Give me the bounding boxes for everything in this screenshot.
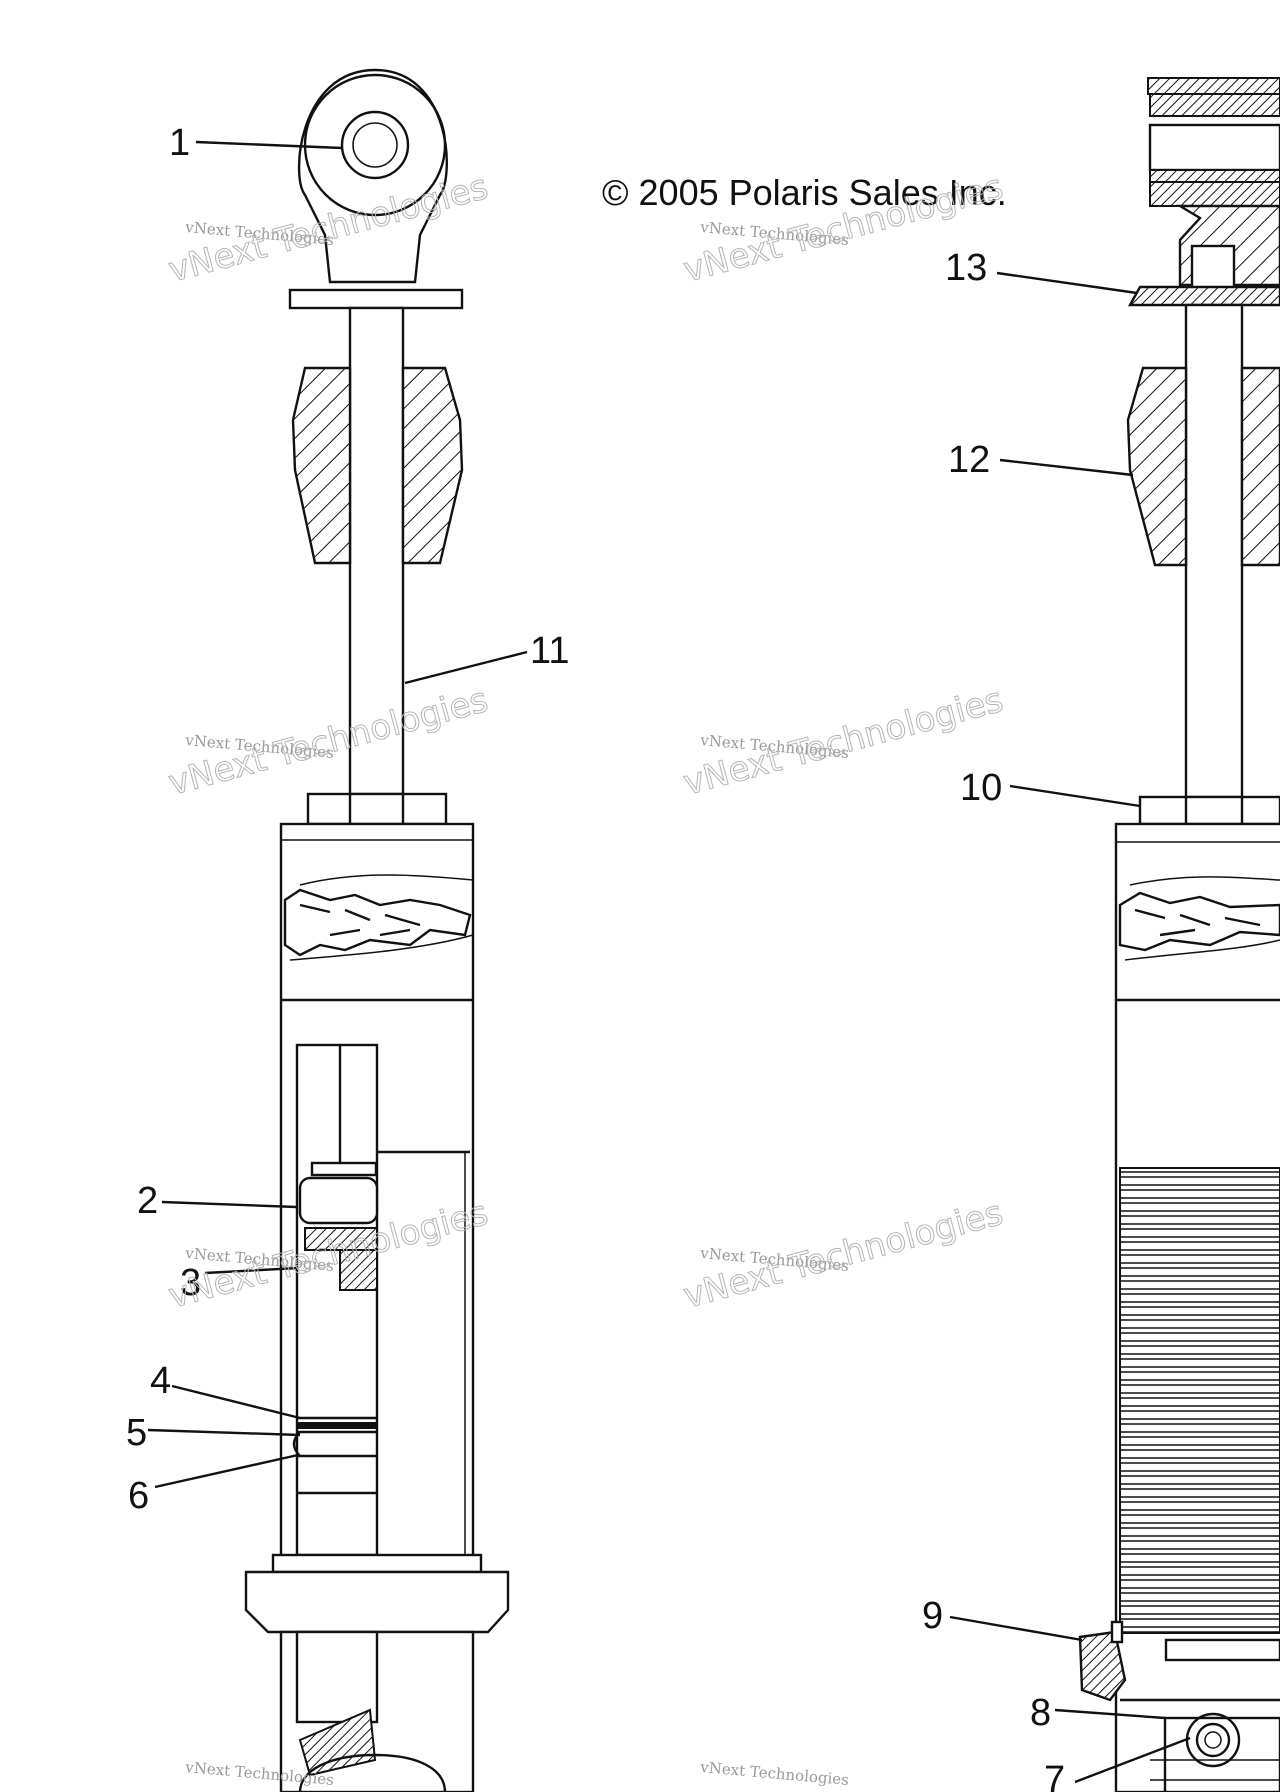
callout-5: 5 [126,1412,147,1454]
right-shaft [1184,303,1244,799]
callout-13: 13 [945,247,987,289]
upper-washer [288,288,464,310]
seal-head-nut [306,792,448,826]
callout-12: 12 [948,439,990,481]
callout-2: 2 [137,1180,158,1222]
left-shock-assembly [244,68,510,1792]
callout-8: 8 [1030,1692,1051,1734]
piston-part-2 [298,1161,379,1291]
watermark-line1: vNext Technologies [699,1758,850,1789]
inner-cylinder [295,1043,379,1557]
callout-3: 3 [180,1262,201,1304]
bumper-part-12 [1126,366,1188,567]
callout-9: 9 [922,1595,943,1637]
o-ring-part-5 [297,1422,377,1429]
washer-part-13 [1127,285,1280,307]
eyelet-part-1 [297,68,448,284]
callout-labels: 1 2 3 4 5 6 7 8 9 10 11 12 13 [126,122,1065,1792]
leader-lines [147,140,1191,1784]
bumper-left-half [291,366,352,565]
callout-10: 10 [960,767,1002,809]
callout-7: 7 [1044,1759,1065,1792]
callout-4: 4 [150,1360,171,1402]
copyright-notice: © 2005 Polaris Sales Inc. [602,172,1007,213]
callout-11: 11 [530,630,569,672]
brand-logo-graphic-right [1118,876,1280,961]
coil-spring [1119,1167,1280,1634]
right-shock-assembly [1078,77,1280,1792]
retainer-part-9 [1078,1630,1127,1702]
callout-6: 6 [128,1475,149,1517]
brand-logo-graphic [283,874,474,961]
callout-1: 1 [169,122,190,164]
nut-part-10 [1138,795,1280,826]
bumper-right-half [401,366,464,565]
spring-collar [244,1570,510,1634]
